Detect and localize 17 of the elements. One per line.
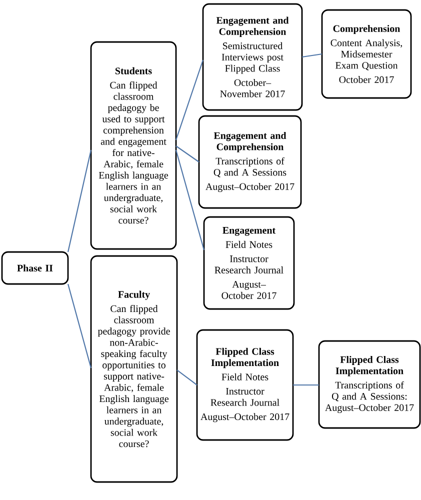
process-box: Flipped Class Implementation Transcriptions of Q and A Sessions: August–October 2017 bbox=[318, 340, 421, 429]
phase-box: Phase II bbox=[1, 251, 69, 285]
process-box: Engagement and Comprehension Transcriptions of Q and A Sessions August–October 2017 bbox=[198, 115, 302, 209]
process-box: Flipped Class Implementation Field Notes Instructor Research Journal August–October 2017 bbox=[196, 329, 294, 441]
connector-line bbox=[67, 150, 92, 252]
connector-line bbox=[175, 60, 204, 140]
process-box: Students Can flipped classroom pedagogy be used to support comprehension and engagement for native-Arabic, female English language learners in an undergraduate, social work course? bbox=[90, 41, 177, 250]
process-box: Engagement and Comprehension Semistructured Interviews post Flipped Class October–November 2017 bbox=[202, 3, 303, 111]
connector-line bbox=[176, 146, 200, 162]
connector-line bbox=[67, 284, 92, 368]
connector-line bbox=[175, 150, 205, 250]
process-box: Faculty Can flipped classroom pedagogy provide non-Arabic-speaking faculty opportunities to support native-Arabic, female English language learners in an undergraduate, social work course? bbox=[90, 255, 178, 483]
process-box: Engagement Field Notes Instructor Research Journal August–October 2017 bbox=[203, 216, 295, 310]
connector-line bbox=[302, 53, 322, 58]
connector-line bbox=[176, 370, 198, 386]
process-box: Comprehension Content Analysis, Midsemester Exam Question October 2017 bbox=[321, 9, 412, 99]
connector-line bbox=[293, 384, 319, 386]
